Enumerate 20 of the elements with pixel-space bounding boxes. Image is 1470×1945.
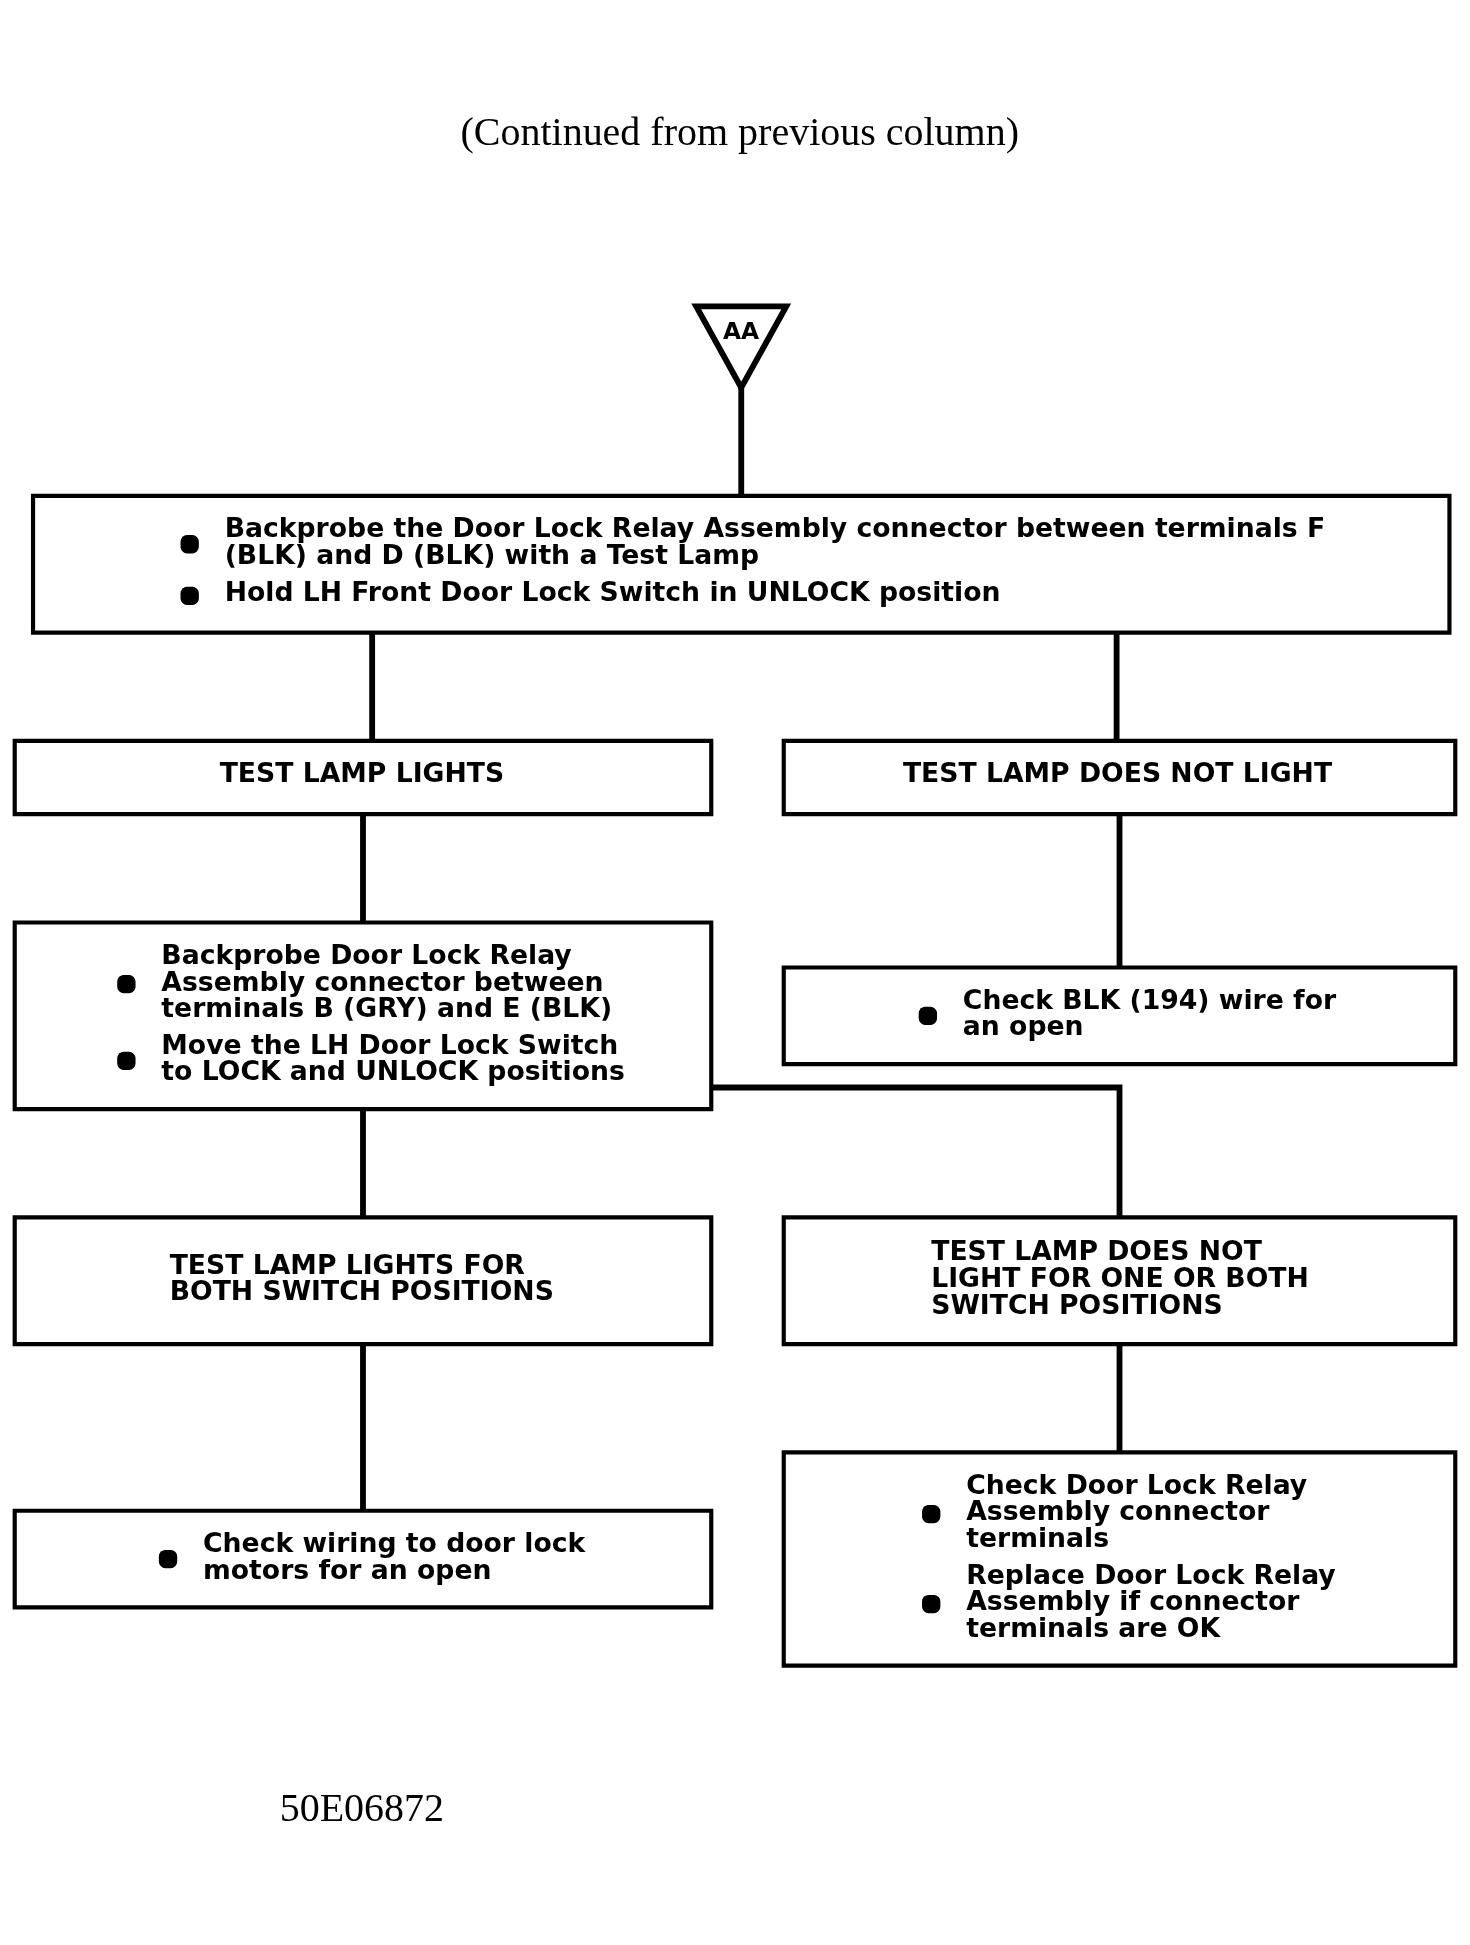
connector	[360, 814, 366, 923]
connector	[360, 1344, 366, 1511]
connector	[1116, 1344, 1123, 1452]
connector	[360, 1109, 366, 1218]
node-box: Backprobe the Door Lock Relay Assembly connector between terminals F (BLK) and D (BLK) with a Test Lamp Hold LH Front Door Lock Switch in UNLOCK position	[30, 493, 1452, 635]
node-box: Check BLK (194) wire for an open	[781, 965, 1458, 1067]
node-box: Backprobe Door Lock Relay Assembly connector between terminals B (GRY) and E (BLK) Move the LH Door Lock Switch to LOCK and UNLOCK positions	[12, 920, 714, 1112]
connector	[711, 1084, 1123, 1217]
node-box: Check wiring to door lock motors for an open	[12, 1508, 714, 1610]
node-box: TEST LAMP LIGHTS FOR BOTH SWITCH POSITIONS	[12, 1215, 714, 1347]
connector	[1113, 632, 1120, 741]
node-box: Check Door Lock Relay Assembly connector terminals Replace Door Lock Relay Assembly if connector terminals are OK	[781, 1450, 1458, 1668]
node-box: TEST LAMP DOES NOT LIGHT FOR ONE OR BOTH SWITCH POSITIONS	[781, 1215, 1458, 1347]
node-box: TEST LAMP LIGHTS	[12, 738, 714, 817]
connector	[738, 388, 745, 496]
connector	[369, 632, 376, 741]
connector	[1116, 814, 1123, 968]
label: 50E06872	[279, 1785, 445, 1831]
label: (Continued from previous column)	[460, 108, 1020, 154]
node-box: TEST LAMP DOES NOT LIGHT	[781, 738, 1458, 817]
